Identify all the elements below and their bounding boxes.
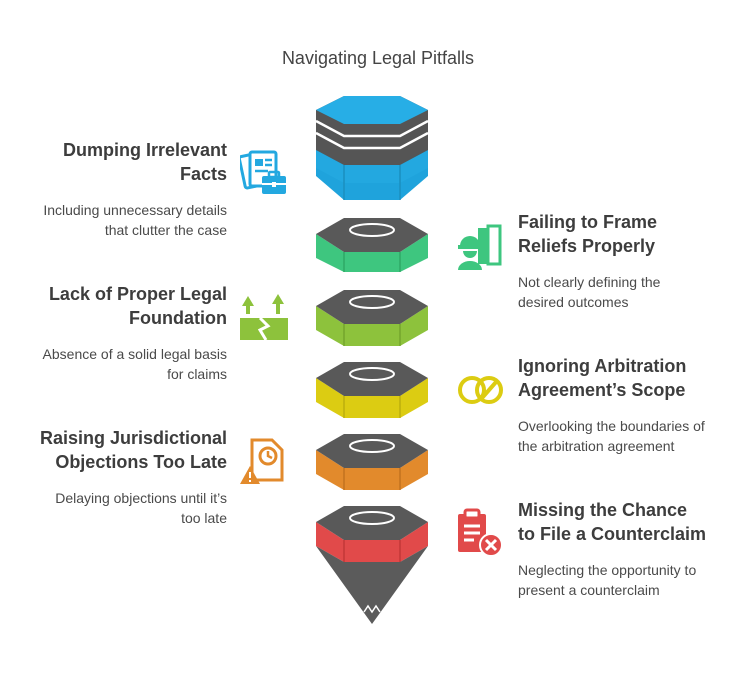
no-entry-rings-icon — [458, 376, 503, 404]
stack-segment-blue — [315, 96, 429, 200]
stack-segment-yellow — [316, 362, 428, 418]
late-document-warning-icon — [240, 438, 284, 484]
stack-segment-orange — [316, 434, 428, 490]
documents-briefcase-icon — [240, 150, 286, 194]
cracked-ground-icon — [240, 294, 288, 341]
stack-segment-red — [316, 506, 428, 562]
clipboard-cancel-icon — [458, 508, 503, 557]
stack-segment-olive — [316, 290, 428, 346]
diagram-title: Navigating Legal Pitfalls — [281, 48, 475, 68]
stack-cone-tip — [316, 546, 428, 624]
worker-building-icon — [458, 224, 502, 270]
stack-segment-green — [316, 218, 428, 272]
